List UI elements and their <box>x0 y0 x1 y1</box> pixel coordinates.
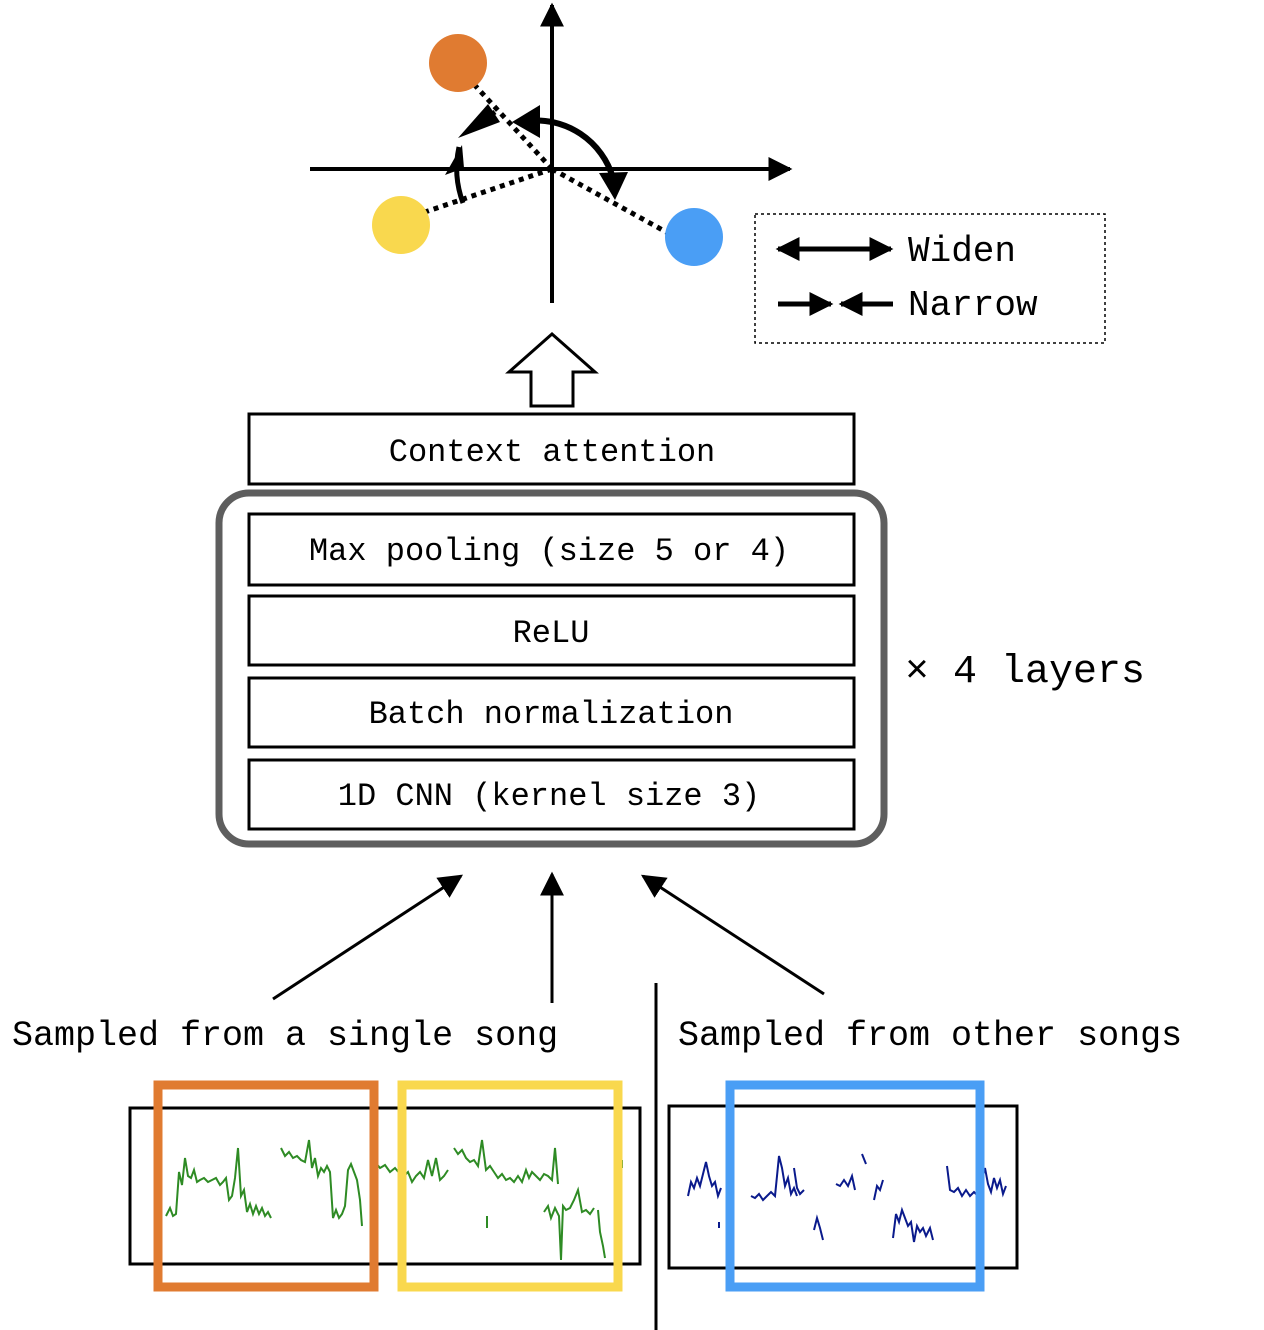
orange-sample-window <box>153 1080 379 1292</box>
pitch-contour-blue-a <box>687 1161 722 1200</box>
other-songs-caption: Sampled from other songs <box>678 1016 1182 1056</box>
legend-box <box>754 213 1106 344</box>
pitch-contour-blue-f <box>861 1153 867 1165</box>
input-arrow-right <box>640 874 825 996</box>
pitch-contour-green-d <box>453 1139 559 1185</box>
blue-point <box>665 208 723 266</box>
output-arrow <box>505 331 599 408</box>
pitch-contour-green-f <box>597 1209 606 1259</box>
repeat-frame <box>215 489 888 848</box>
batch-norm-label: Batch normalization <box>369 696 734 733</box>
single-song-panel <box>128 1080 642 1292</box>
other-songs-panel <box>667 1080 1019 1292</box>
widen-arc <box>526 117 616 179</box>
widen-arrowhead-left <box>512 105 540 138</box>
relu-label: ReLU <box>513 615 590 652</box>
blue-sample-window <box>725 1080 985 1292</box>
single-song-caption: Sampled from a single song <box>12 1016 558 1056</box>
yellow-point <box>372 196 430 254</box>
legend: Widen Narrow <box>754 213 1106 344</box>
legend-narrow-label: Narrow <box>908 285 1038 326</box>
repeat-label: × 4 layers <box>905 650 1145 695</box>
pitch-contour-blue-e <box>835 1172 856 1191</box>
orange-point <box>429 34 487 92</box>
layer-stack: Context attention Max pooling (size 5 or… <box>215 412 1145 848</box>
pitch-contour-blue-h <box>892 1206 934 1243</box>
ray-to-blue <box>550 166 670 236</box>
ray-to-yellow <box>424 166 553 215</box>
pitch-contour-green-a <box>165 1147 272 1219</box>
pitch-contour-blue-g <box>873 1179 884 1201</box>
batch-norm-box <box>247 676 856 749</box>
input-arrow-left <box>272 874 464 1001</box>
pitch-contour-blue-d <box>813 1214 824 1241</box>
context-attention-label: Context attention <box>389 434 715 471</box>
single-song-frame <box>128 1106 642 1266</box>
embedding-space <box>310 2 793 303</box>
ray-to-orange <box>468 78 554 171</box>
max-pooling-box <box>247 512 856 587</box>
widen-arrowhead-right <box>599 172 628 200</box>
narrow-arrowhead-orange <box>458 104 500 138</box>
cnn-box <box>247 758 856 831</box>
narrow-arrow-yellow <box>454 146 466 204</box>
cnn-label: 1D CNN (kernel size 3) <box>338 778 760 815</box>
narrow-arrowhead-yellow <box>445 145 464 175</box>
other-songs-frame <box>667 1104 1019 1270</box>
pitch-contour-green-b <box>280 1139 363 1227</box>
pitch-contour-blue-c <box>793 1167 805 1196</box>
legend-widen-label: Widen <box>908 231 1016 272</box>
input-arrows <box>272 871 825 1003</box>
context-attention-box <box>247 412 856 486</box>
pitch-contour-green-e <box>543 1186 595 1261</box>
max-pooling-label: Max pooling (size 5 or 4) <box>309 533 789 570</box>
relu-box <box>247 594 856 667</box>
pitch-contour-blue-b <box>750 1155 798 1202</box>
pitch-contour-green-c <box>374 1157 449 1185</box>
yellow-sample-window <box>397 1080 623 1292</box>
